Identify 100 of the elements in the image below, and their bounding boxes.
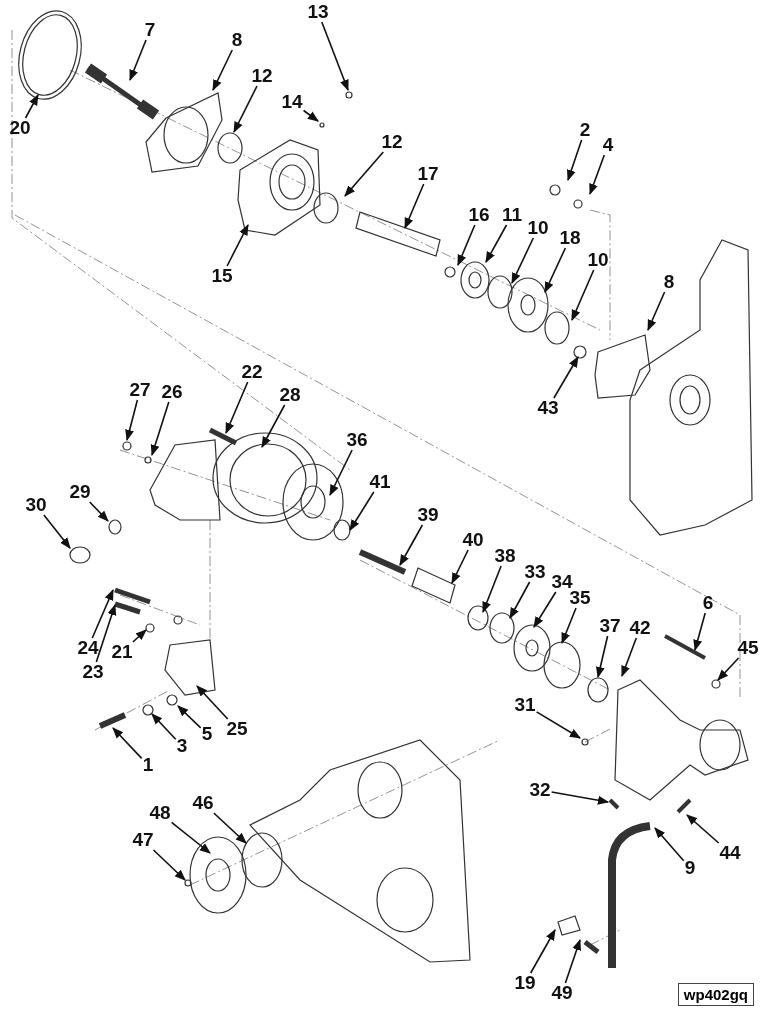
callout-number: 42	[628, 618, 652, 638]
callout-number: 33	[523, 562, 547, 582]
callout-number: 30	[24, 495, 48, 515]
callout-number: 8	[230, 30, 244, 50]
callout-number: 49	[550, 983, 574, 1003]
callout-number: 46	[191, 793, 215, 813]
callout-number: 10	[586, 250, 610, 270]
callout-number: 16	[467, 205, 491, 225]
leader-arrow	[129, 39, 147, 82]
leader-arrow	[485, 224, 508, 263]
callout-number: 4	[601, 135, 615, 155]
leader-arrow	[544, 247, 567, 293]
leader-arrow	[457, 224, 476, 267]
leader-arrow	[693, 612, 706, 652]
leader-arrow	[177, 705, 202, 729]
callout-number: 40	[461, 530, 485, 550]
leader-arrow	[91, 588, 114, 639]
callout-number: 26	[160, 382, 184, 402]
leader-arrow	[151, 713, 177, 741]
leader-arrow	[482, 565, 502, 614]
leader-arrow	[213, 812, 247, 844]
leader-arrow	[564, 938, 581, 984]
leader-arrow	[717, 657, 740, 681]
leader-arrow	[95, 603, 117, 663]
callout-number: 28	[278, 385, 302, 405]
leader-arrow	[686, 814, 720, 844]
callout-number: 31	[513, 695, 537, 715]
leader-arrow	[550, 791, 610, 805]
callout-number: 9	[683, 858, 697, 878]
callout-number: 27	[128, 380, 152, 400]
leader-arrow	[529, 929, 556, 974]
callout-number: 43	[536, 398, 560, 418]
callout-number: 1	[141, 755, 155, 775]
leader-arrow	[233, 85, 258, 133]
callout-number: 7	[143, 20, 157, 40]
leader-arrow	[302, 109, 319, 122]
callout-number: 47	[131, 830, 155, 850]
callout-number: 6	[701, 593, 715, 613]
leader-arrow	[170, 821, 211, 854]
leader-arrow	[329, 449, 353, 496]
callout-number: 21	[110, 642, 134, 662]
figure-code: wp402gq	[677, 983, 754, 1006]
leader-arrow	[533, 591, 557, 628]
callout-number: 22	[240, 362, 264, 382]
callout-number: 45	[736, 638, 760, 658]
callout-number: 3	[175, 736, 189, 756]
leader-arrow	[152, 849, 186, 881]
leader-arrow	[535, 711, 581, 739]
leader-arrow	[509, 581, 531, 619]
leader-arrow	[212, 49, 233, 91]
leader-arrow	[561, 607, 577, 645]
callout-number: 12	[250, 66, 274, 86]
callout-number: 36	[345, 430, 369, 450]
leader-arrow	[261, 404, 286, 448]
leader-arrow	[88, 501, 109, 522]
callout-number: 24	[76, 638, 100, 658]
callout-number: 37	[598, 616, 622, 636]
leader-arrow	[571, 269, 595, 322]
leader-arrow	[647, 291, 666, 332]
leader-arrow	[150, 401, 170, 457]
leader-arrow	[404, 183, 425, 230]
leader-arrow	[451, 549, 469, 584]
callout-number: 48	[148, 803, 172, 823]
callout-number: 44	[718, 843, 742, 863]
callout-number: 8	[662, 272, 676, 292]
callout-number: 23	[81, 662, 105, 682]
leader-arrow	[511, 237, 535, 284]
leader-arrow	[321, 21, 349, 92]
callout-number: 2	[578, 120, 592, 140]
leader-arrow	[132, 629, 147, 643]
leader-arrow	[553, 356, 579, 399]
leader-arrow	[225, 381, 249, 435]
leader-arrow	[125, 399, 139, 442]
leader-arrow	[226, 224, 249, 267]
callout-number: 15	[210, 266, 234, 286]
callout-number: 25	[225, 719, 249, 739]
callout-number: 14	[280, 92, 304, 112]
callout-number: 11	[500, 205, 524, 225]
leader-arrow	[567, 139, 583, 182]
callout-number: 5	[200, 724, 214, 744]
leader-arrow	[399, 524, 424, 566]
leader-arrow	[112, 727, 143, 760]
leader-arrow	[654, 827, 685, 862]
callout-number: 17	[416, 164, 440, 184]
callout-number: 29	[68, 482, 92, 502]
callout-number: 10	[526, 218, 550, 238]
leader-arrow	[24, 94, 39, 119]
leader-arrow	[595, 635, 609, 679]
leader-arrow	[349, 491, 375, 531]
leader-arrow	[196, 685, 229, 720]
callout-number: 20	[8, 118, 32, 138]
callout-number: 12	[380, 132, 404, 152]
leader-arrow	[344, 151, 385, 197]
callout-number: 38	[493, 546, 517, 566]
callout-number: 18	[558, 228, 582, 248]
callout-number: 32	[528, 780, 552, 800]
leader-arrow	[43, 514, 71, 549]
callout-number: 39	[416, 505, 440, 525]
leader-arrow	[589, 154, 606, 196]
callout-number: 41	[368, 472, 392, 492]
